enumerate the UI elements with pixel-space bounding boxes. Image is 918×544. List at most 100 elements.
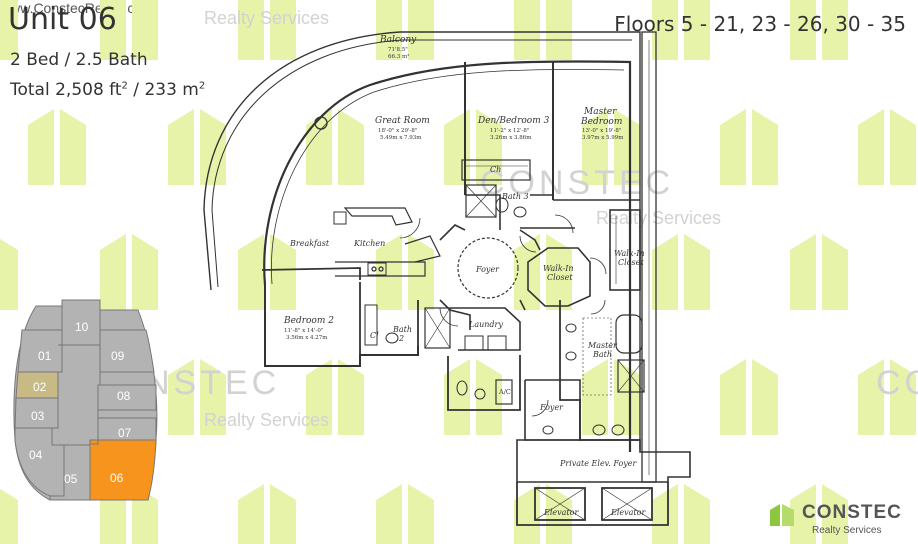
watermark-building-51 — [614, 359, 640, 435]
label-den-dim2: 3.26m x 3.86m — [490, 135, 532, 141]
elevator-2 — [601, 487, 653, 521]
watermark-building-23 — [614, 109, 640, 185]
watermark-building-33 — [270, 234, 296, 310]
label-den-dim1: 11'-2" x 12'-8" — [490, 128, 529, 134]
label-elev-foyer: Private Elev. Foyer — [559, 459, 638, 468]
label-master-dim2: 3.97m x 5.99m — [582, 135, 624, 141]
brand-name: CONSTEC — [802, 502, 902, 523]
total-area-m: / 233 m — [127, 80, 199, 100]
watermark-building-4 — [238, 0, 264, 60]
label-master-bedroom-1: Master — [583, 107, 617, 117]
label-laundry: Laundry — [468, 320, 503, 329]
watermark-name-1: CONSTEC — [480, 164, 674, 202]
watermark-building-66 — [652, 484, 678, 544]
label-master-bath-a: Master — [587, 341, 618, 350]
label-bedroom2-dim1: 11'-8" x 14'-0" — [284, 328, 323, 334]
watermark-building-34 — [376, 234, 402, 310]
label-master-bath-b: Bath — [592, 350, 612, 359]
label-balcony: Balcony — [379, 35, 417, 45]
watermark-sub-4: Realty Services — [204, 8, 329, 28]
label-wic2-a: Walk-In — [614, 249, 645, 258]
label-wic2-b: Closet — [618, 258, 644, 267]
walkin-closet-2 — [609, 209, 641, 291]
label-bedroom2: Bedroom 2 — [283, 316, 334, 326]
brand-mark-icon — [770, 504, 794, 526]
room-labels: Balcony 71'8.5" 66.3 m² Great Room 18'-0… — [283, 35, 646, 517]
keyplan-unit-01 — [17, 329, 63, 373]
watermark-building-7 — [408, 0, 434, 60]
watermark-building-60 — [238, 484, 264, 544]
foyer-circle — [457, 237, 519, 299]
watermark-building-8 — [514, 0, 540, 60]
watermark-building-41 — [822, 234, 848, 310]
keyplan-label-09: 09 — [111, 349, 125, 363]
walkin-closet-1 — [527, 247, 591, 307]
watermark-building-46 — [306, 359, 332, 435]
label-bedroom2-dim2: 3.56m x 4.27m — [286, 335, 328, 341]
floors-range: Floors 5 - 21, 23 - 26, 30 - 35 — [614, 12, 906, 36]
watermark-building-22 — [582, 109, 608, 185]
keyplan-unit-06 — [89, 439, 157, 501]
watermark-sub-1: Realty Services — [596, 208, 721, 228]
balcony-outline — [203, 31, 641, 450]
watermark-building-57 — [0, 488, 18, 544]
bath3-shower — [465, 184, 497, 218]
watermark-building-26 — [858, 109, 884, 185]
label-elevator-1: Elevator — [543, 508, 579, 517]
unit-curved-wall — [263, 60, 632, 452]
watermark-building-67 — [684, 484, 710, 544]
bath2-shower — [424, 307, 451, 349]
watermark-building-62 — [376, 484, 402, 544]
label-wic1-b: Closet — [547, 273, 573, 282]
watermark-building-45 — [200, 359, 226, 435]
watermark-building-2 — [100, 0, 126, 60]
watermark-building-3 — [132, 0, 158, 60]
watermark-building-36 — [514, 234, 540, 310]
watermark-building-10 — [652, 0, 678, 60]
watermark-building-54 — [858, 359, 884, 435]
watermark-building-27 — [890, 109, 916, 185]
watermark-building-64 — [514, 484, 540, 544]
watermark-building-15 — [60, 109, 86, 185]
watermark-building-49 — [476, 359, 502, 435]
watermark-building-68 — [790, 484, 816, 544]
watermark-building-5 — [270, 0, 296, 60]
unit-title: Unit 06 — [8, 2, 117, 37]
watermark-building-40 — [790, 234, 816, 310]
column-circle — [314, 116, 328, 130]
watermark-building-25 — [752, 109, 778, 185]
keyplan-label-07: 07 — [118, 426, 132, 440]
keyplan-label-02: 02 — [33, 380, 47, 394]
label-great-room-dim1: 18'-0" x 29'-8" — [378, 128, 417, 134]
watermark-building-18 — [306, 109, 332, 185]
balcony-inner-line — [211, 39, 632, 288]
label-ac: A/C — [498, 388, 511, 396]
keyplan-label-06: 06 — [110, 471, 124, 485]
brand-logo: CONSTEC Realty Services — [768, 496, 918, 544]
watermark-building-63 — [408, 484, 434, 544]
watermark-building-6 — [376, 0, 402, 60]
watermark-building-52 — [720, 359, 746, 435]
watermark-sub-2: Realty Services — [204, 410, 329, 430]
label-master-dim1: 13'-0" x 19'-8" — [582, 128, 621, 134]
watermark-building-1 — [0, 0, 18, 60]
watermark-building-11 — [684, 0, 710, 60]
label-cl: Cl — [370, 331, 379, 340]
label-balcony-dim1: 71'8.5" — [388, 47, 408, 53]
total-area-ft: Total 2,508 ft — [10, 80, 122, 100]
beds-baths: 2 Bed / 2.5 Bath — [10, 50, 148, 70]
keyplan-label-04: 04 — [29, 448, 43, 462]
label-great-room: Great Room — [375, 116, 430, 126]
watermark-name-3: CONSTEC — [876, 364, 918, 402]
keyplan-label-03: 03 — [31, 409, 45, 423]
label-den: Den/Bedroom 3 — [477, 116, 550, 126]
keyplan-unit-09 — [99, 329, 155, 373]
label-master-bedroom-2: Bedroom — [580, 117, 622, 127]
brand-subtitle: Realty Services — [812, 525, 882, 536]
watermark-building-48 — [444, 359, 470, 435]
watermark-building-14 — [28, 109, 54, 185]
label-bath3: Bath 3 — [501, 192, 529, 201]
watermark-building-17 — [200, 109, 226, 185]
elevator-1 — [534, 487, 586, 521]
